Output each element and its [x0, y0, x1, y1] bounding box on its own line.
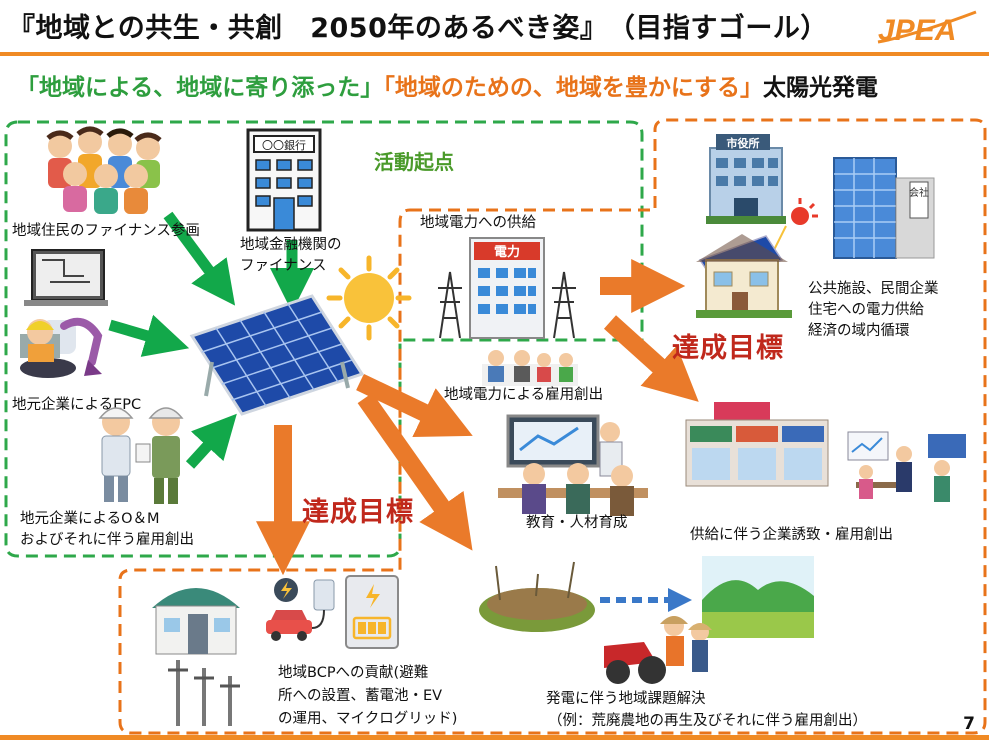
power-company-icon: 電力 [438, 237, 576, 339]
house-with-solar-icon [696, 198, 818, 318]
goal-label-upper: 達成目標 [672, 333, 784, 364]
footer-rule [0, 735, 989, 740]
bcp-label-1: 地域BCPへの貢献(避難 [278, 665, 429, 681]
subtitle-part3: 太陽光発電 [763, 75, 879, 101]
bank-finance-label-1: 地域金融機関の [240, 237, 342, 253]
farm-label-2: （例：荒廃農地の再生及びそれに伴う雇用創出） [548, 713, 867, 729]
education-label: 教育・人材育成 [526, 515, 628, 531]
page-title: 『地域との共生・共創 2050年のあるべき姿』 （目指すゴール） [8, 13, 828, 44]
company-sign-text: 会社 [909, 186, 929, 199]
svg-text:JPEA: JPEA [878, 14, 956, 47]
subtitle: 「地域による、地域に寄り添った」「地域のための、地域を豊かにする」太陽光発電 [16, 68, 878, 102]
excavator-worker-icon [20, 317, 103, 378]
city-hall-icon: 市役所 [706, 134, 786, 224]
office-workers-icon [847, 431, 966, 502]
subtitle-part1: 「地域による、地域に寄り添った」 [16, 75, 384, 101]
om-workers-icon [98, 407, 184, 504]
abandoned-farmland-icon [479, 561, 595, 632]
header-rule [0, 52, 989, 56]
classroom-icon [498, 414, 648, 516]
goal-label-lower: 達成目標 [302, 497, 414, 528]
subtitle-part2: 「地域のための、地域を豊かにする」 [383, 75, 764, 101]
company-building-icon: 会社 [833, 157, 935, 259]
employment-label: 地域電力による雇用創出 [444, 387, 604, 403]
public-label-3: 経済の域内循環 [808, 323, 910, 339]
sun-icon [326, 255, 412, 341]
regenerated-farmland-icon [702, 556, 814, 638]
bank-finance-label-2: ファイナンス [240, 258, 327, 274]
farmers-tractor-icon [604, 616, 712, 684]
employment-people-icon [482, 350, 578, 386]
bank-sign-text: 〇〇銀行 [262, 138, 306, 152]
solar-panel-icon [189, 294, 365, 416]
jpea-logo: JPEA [877, 10, 977, 47]
attract-label: 供給に伴う企業誘致・雇用創出 [690, 527, 893, 543]
green-arrows [108, 211, 314, 469]
bcp-label-2: 所への設置、蓄電池・EV [278, 688, 443, 704]
utility-poles-icon [168, 660, 240, 726]
local-om-label-1: 地元企業によるO＆M [20, 511, 160, 527]
orange-arrows [256, 259, 699, 576]
residents-crowd-icon [46, 126, 162, 214]
ev-charger-icon [266, 578, 335, 641]
shelter-building-icon [152, 588, 240, 655]
bank-building-icon: 〇〇銀行 [246, 128, 322, 232]
farm-label-1: 発電に伴う地域課題解決 [546, 691, 706, 707]
cityhall-sign-text: 市役所 [727, 136, 760, 150]
power-sign-text: 電力 [494, 244, 520, 260]
public-label-2: 住宅への電力供給 [808, 302, 924, 318]
page-number: 7 [963, 714, 975, 734]
bcp-label-3: の運用、マイクログリッド) [278, 711, 458, 727]
shopping-street-icon [685, 402, 829, 487]
local-epc-label: 地元企業によるEPC [12, 397, 142, 413]
public-label-1: 公共施設、民間企業 [808, 281, 939, 297]
dotted-blue-arrow [600, 588, 692, 612]
activity-origin-label: 活動起点 [374, 150, 454, 174]
residents-finance-label: 地域住民のファイナンス参画 [12, 223, 200, 239]
local-om-label-2: およびそれに伴う雇用創出 [20, 532, 194, 548]
power-supply-label: 地域電力への供給 [420, 215, 536, 231]
battery-storage-icon [345, 575, 399, 649]
